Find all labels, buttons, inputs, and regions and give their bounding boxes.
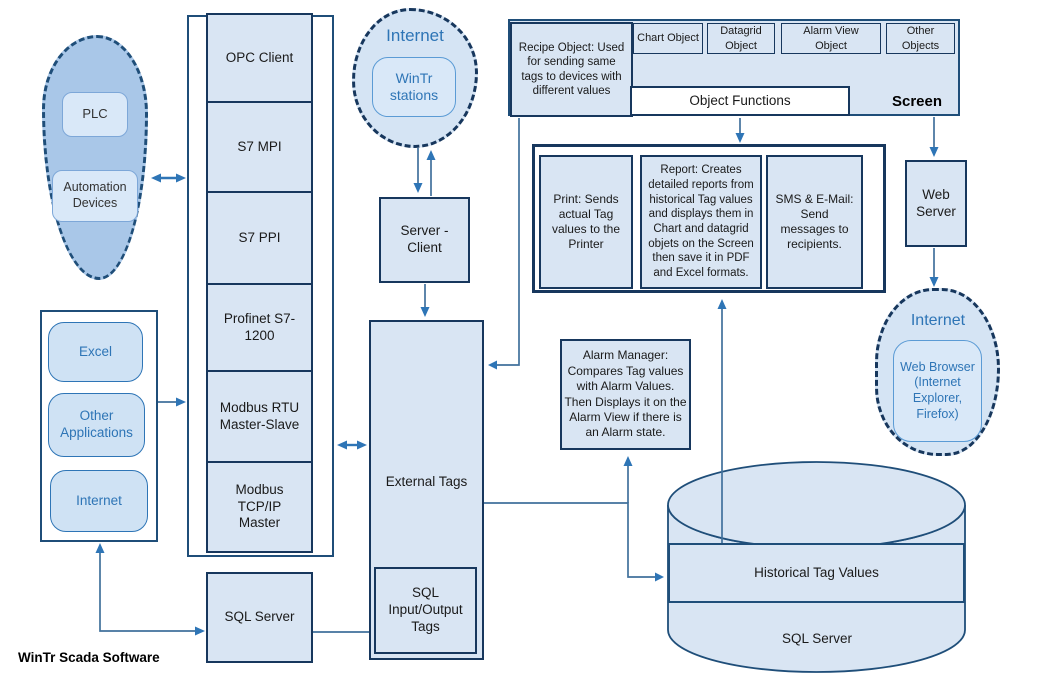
alarm-manager-box: Alarm Manager: Compares Tag values with …: [560, 339, 691, 450]
external-tags-box: External Tags SQL Input/Output Tags: [369, 320, 484, 660]
app-internet: Internet: [50, 470, 148, 532]
print-function-box: Print: Sends actual Tag values to the Pr…: [539, 155, 633, 289]
object-functions-label: Object Functions: [689, 92, 791, 108]
stack-item-s7-ppi: S7 PPI: [206, 191, 313, 285]
other-objects-box: Other Objects: [886, 23, 955, 54]
report-function-label: Report: Creates detailed reports from hi…: [648, 164, 754, 280]
print-function-label: Print: Sends actual Tag values to the Pr…: [551, 192, 621, 251]
stack-item-label: S7 PPI: [238, 229, 281, 245]
stack-item-label: Profinet S7-1200: [223, 310, 296, 343]
web-server-label: Web Server: [916, 186, 956, 219]
chart-object-label: Chart Object: [637, 32, 699, 45]
web-browser-node: Web Browser (Internet Explorer, Firefox): [893, 340, 982, 442]
database-sql-server-label: SQL Server: [781, 631, 853, 646]
server-client-label: Server - Client: [400, 223, 449, 255]
sms-email-function-box: SMS & E-Mail: Send messages to recipient…: [766, 155, 863, 289]
object-functions-box: Object Functions: [630, 86, 850, 116]
recipe-object-box: Recipe Object: Used for sending same tag…: [510, 22, 633, 117]
plc-label: PLC: [82, 106, 108, 122]
web-server-box: Web Server: [905, 160, 967, 247]
app-label: Excel: [78, 343, 112, 359]
wintr-stations-label: WinTr stations: [389, 69, 439, 104]
other-objects-label: Other Objects: [901, 25, 940, 52]
app-excel: Excel: [48, 322, 143, 382]
server-client-box: Server - Client: [379, 197, 470, 283]
web-browser-label: Web Browser (Internet Explorer, Firefox): [900, 359, 975, 421]
screen-label: Screen: [891, 93, 943, 110]
stack-item-label: S7 MPI: [237, 138, 282, 154]
diagram-title: WinTr Scada Software: [18, 650, 160, 665]
automation-devices-cloud: [42, 35, 148, 280]
stack-item-modbus-tcp: Modbus TCP/IP Master: [206, 461, 313, 553]
plc-node: PLC: [62, 92, 128, 137]
alarm-view-object-label: Alarm View Object: [803, 25, 859, 52]
app-label: Other Applications: [60, 408, 133, 440]
alarm-view-object-box: Alarm View Object: [781, 23, 881, 54]
stack-item-s7-mpi: S7 MPI: [206, 101, 313, 193]
automation-devices-label: Automation Devices: [63, 180, 127, 210]
historical-tag-values-band: Historical Tag Values: [668, 543, 965, 603]
chart-object-box: Chart Object: [633, 23, 703, 54]
report-function-box: Report: Creates detailed reports from hi…: [640, 155, 762, 289]
external-tags-label: External Tags: [385, 474, 468, 489]
wintr-stations-node: WinTr stations: [372, 57, 456, 117]
internet-cloud-top-label: Internet: [386, 26, 444, 45]
stack-item-opc-client: OPC Client: [206, 13, 313, 103]
sms-email-function-label: SMS & E-Mail: Send messages to recipient…: [775, 192, 854, 251]
alarm-manager-label: Alarm Manager: Compares Tag values with …: [564, 348, 687, 440]
stack-item-label: OPC Client: [225, 49, 294, 65]
stack-item-profinet: Profinet S7-1200: [206, 283, 313, 372]
datagrid-object-label: Datagrid Object: [720, 25, 762, 52]
sql-server-box: SQL Server: [206, 572, 313, 663]
stack-item-modbus-rtu: Modbus RTU Master-Slave: [206, 370, 313, 463]
sql-io-tags-label: SQL Input/Output Tags: [388, 585, 463, 634]
sql-io-tags-box: SQL Input/Output Tags: [374, 567, 477, 654]
datagrid-object-box: Datagrid Object: [707, 23, 775, 54]
historical-tag-values-label: Historical Tag Values: [754, 564, 879, 580]
sql-server-label: SQL Server: [224, 609, 295, 625]
stack-item-label: Modbus RTU Master-Slave: [219, 399, 300, 432]
internet-cloud-right-label: Internet: [910, 312, 966, 329]
app-label: Internet: [76, 492, 122, 508]
stack-item-label: Modbus TCP/IP Master: [235, 481, 284, 531]
automation-devices-node: Automation Devices: [52, 170, 138, 222]
app-other-applications: Other Applications: [48, 393, 145, 457]
recipe-object-label: Recipe Object: Used for sending same tag…: [518, 41, 625, 97]
